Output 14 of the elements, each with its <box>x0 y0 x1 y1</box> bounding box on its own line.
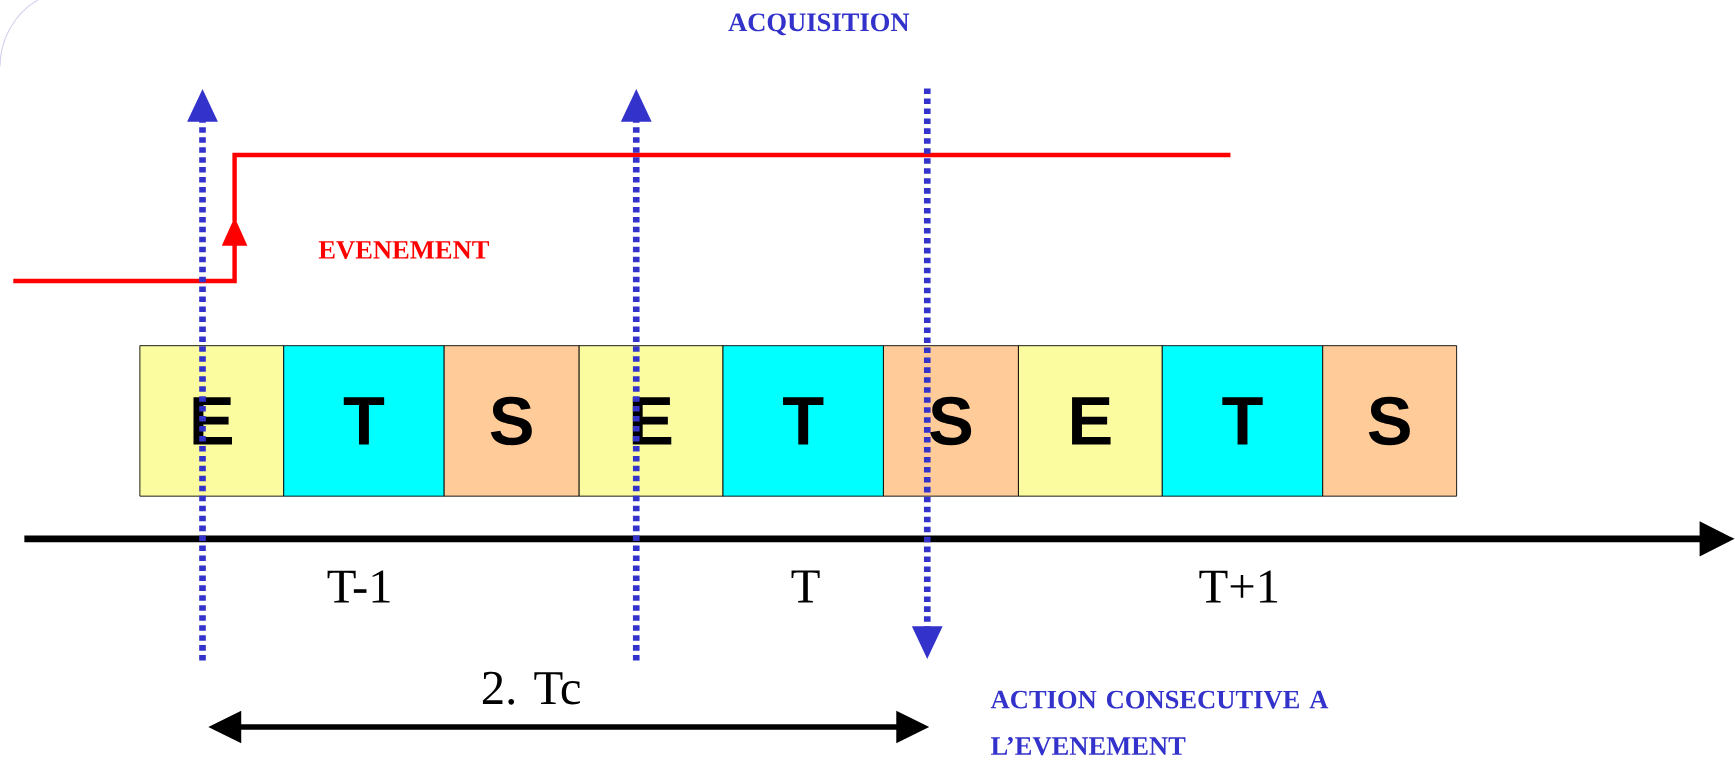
cycle-cell: S <box>883 345 1019 497</box>
period-label: T+1 <box>1199 570 1278 603</box>
cycle-cell: S <box>443 345 580 497</box>
cycle-cell: S <box>1322 345 1458 497</box>
dimension-label: 2. Tc <box>482 671 580 705</box>
phase-title: ACQUISITION <box>728 13 910 36</box>
cycle-cell: E <box>1018 345 1163 497</box>
cycle-cell: T <box>283 345 445 497</box>
period-label: T-1 <box>327 570 390 603</box>
period-label: T <box>791 570 820 603</box>
action-label: ACTION CONSECUTIVE A L’EVENEMENT <box>990 690 1329 756</box>
signal-label: EVENEMENT <box>318 241 490 259</box>
cycle-cell: T <box>1161 345 1324 497</box>
cycle-cell: T <box>722 345 884 497</box>
